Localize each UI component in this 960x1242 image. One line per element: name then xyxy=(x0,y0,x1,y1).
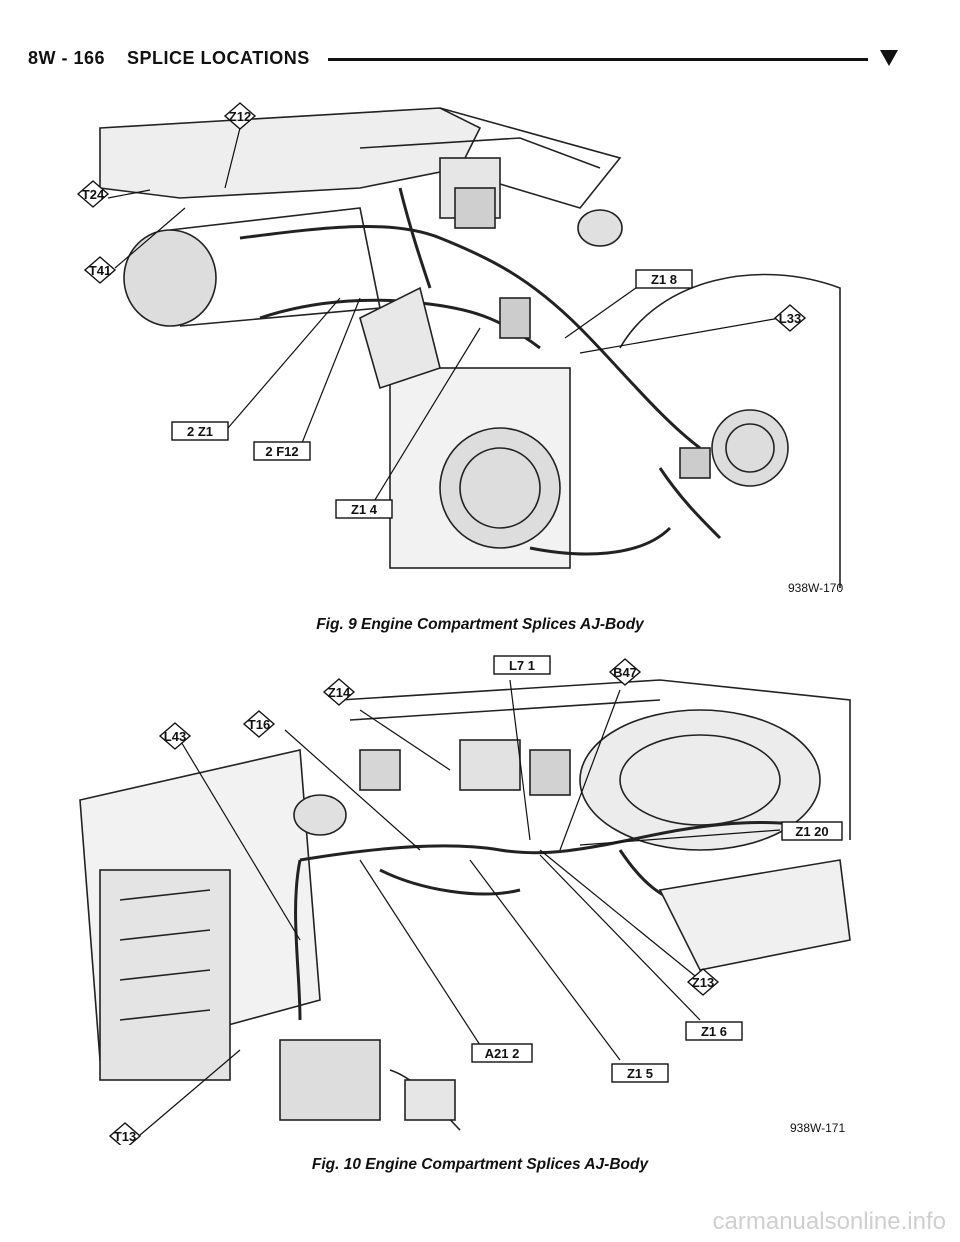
drawing-number-938w-170: 938W-170 xyxy=(788,581,843,595)
callout-2-f12: 2 F12 xyxy=(253,441,311,461)
svg-text:B47: B47 xyxy=(613,665,637,680)
svg-text:Z1 6: Z1 6 xyxy=(701,1024,727,1039)
figure-10-caption: Fig. 10 Engine Compartment Splices AJ-Bo… xyxy=(311,1156,649,1173)
callout-t16: T16 xyxy=(242,710,276,738)
callout-z1-6: Z1 6 xyxy=(685,1021,743,1041)
watermark: carmanualsonline.info xyxy=(712,1208,946,1235)
callout-z1-5: Z1 5 xyxy=(611,1063,669,1083)
figure-9-caption: Fig. 9 Engine Compartment Splices AJ-Bod… xyxy=(316,616,644,633)
callout-z1-20: Z1 20 xyxy=(781,821,843,841)
svg-text:Z13: Z13 xyxy=(692,975,714,990)
figure-10-illustration: L7 1 B47 Z14 T16 L43 Z1 20 xyxy=(60,640,900,1145)
callout-z1-8: Z1 8 xyxy=(635,269,693,289)
callout-t41: T41 xyxy=(83,256,117,284)
callout-b47: B47 xyxy=(608,658,642,686)
header-rule xyxy=(328,58,868,61)
svg-text:Z14: Z14 xyxy=(328,685,351,700)
svg-text:A21 2: A21 2 xyxy=(485,1046,520,1061)
figure-9-illustration: Z12 T24 T41 2 Z1 2 F12 Z1 4 xyxy=(60,88,900,608)
svg-text:T13: T13 xyxy=(114,1129,136,1144)
svg-text:2 Z1: 2 Z1 xyxy=(187,424,213,439)
svg-text:L33: L33 xyxy=(779,311,801,326)
svg-text:Z1 8: Z1 8 xyxy=(651,272,677,287)
svg-text:L43: L43 xyxy=(164,729,186,744)
callout-2-z1: 2 Z1 xyxy=(171,421,229,441)
callout-a21-2: A21 2 xyxy=(471,1043,533,1063)
callout-l33: L33 xyxy=(773,304,807,332)
svg-text:T16: T16 xyxy=(248,717,270,732)
drawing-number-938w-171: 938W-171 xyxy=(790,1121,845,1135)
callout-z12: Z12 xyxy=(223,102,257,130)
callout-z1-4: Z1 4 xyxy=(335,499,393,519)
svg-text:2 F12: 2 F12 xyxy=(265,444,298,459)
page-header: 8W - 166 SPLICE LOCATIONS xyxy=(28,44,932,74)
callout-t24: T24 xyxy=(76,180,110,208)
callout-t13: T13 xyxy=(108,1122,142,1145)
callout-z13: Z13 xyxy=(686,968,720,996)
down-triangle-icon xyxy=(880,50,898,66)
callout-z14: Z14 xyxy=(322,678,356,706)
callout-l7-1: L7 1 xyxy=(493,655,551,675)
svg-text:Z1 5: Z1 5 xyxy=(627,1066,653,1081)
svg-text:Z12: Z12 xyxy=(229,109,251,124)
page-label: 8W - 166 SPLICE LOCATIONS xyxy=(28,48,310,68)
callout-l43: L43 xyxy=(158,722,192,750)
svg-text:T24: T24 xyxy=(82,187,105,202)
svg-text:Z1 4: Z1 4 xyxy=(351,502,378,517)
svg-text:Z1 20: Z1 20 xyxy=(795,824,828,839)
svg-text:T41: T41 xyxy=(89,263,111,278)
svg-text:L7 1: L7 1 xyxy=(509,658,535,673)
